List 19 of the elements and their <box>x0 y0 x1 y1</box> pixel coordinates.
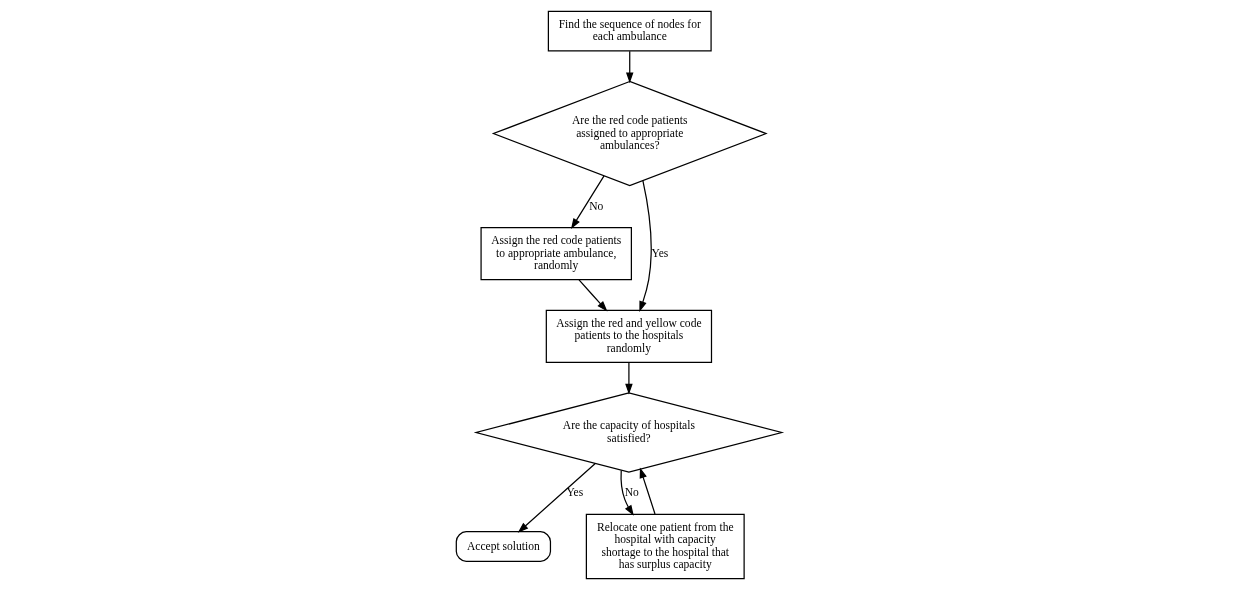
edge-label: Yes <box>565 486 583 500</box>
node-box: Assign the red and yellow code patients to the hospitals randomly <box>545 309 712 363</box>
arrow <box>517 462 596 533</box>
edge-label: No <box>588 199 603 213</box>
node-box: Find the sequence of nodes for each ambulance <box>547 10 712 52</box>
arrow <box>624 361 633 395</box>
arrow <box>639 467 656 515</box>
node-diamond: Are the red code patients assigned to appropriate ambulances? <box>491 80 768 187</box>
edge-label: No <box>624 486 639 500</box>
node-box: Assign the red code patients to appropriate ambulance, randomly <box>479 227 632 281</box>
arrow <box>625 50 633 84</box>
node-box: Relocate one patient from the hospital with capacity shortage to the hospital that has surplus capacity <box>585 513 745 580</box>
node-box: Accept solution <box>455 531 551 562</box>
arrow <box>570 175 605 230</box>
arrow <box>577 279 607 312</box>
arrow <box>619 469 634 516</box>
edge-label: Yes <box>650 246 668 260</box>
node-diamond: Are the capacity of hospitals satisfied? <box>473 392 784 473</box>
arrow <box>638 180 652 312</box>
